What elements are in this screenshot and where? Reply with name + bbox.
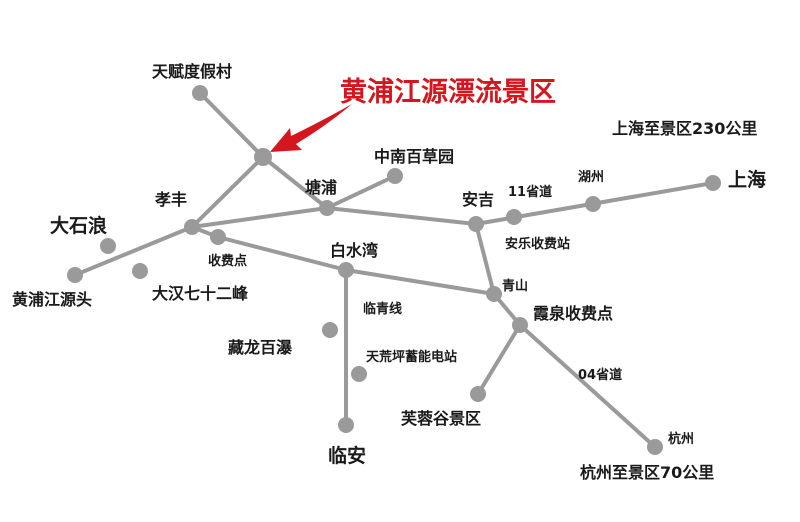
road-xiaofeng-source [73, 225, 194, 277]
label-dashilang: 大石浪 [50, 214, 107, 237]
distance-shanghai-label: 上海至景区230公里 [612, 119, 757, 138]
node-tianfu [192, 85, 208, 101]
node-dashilang [100, 238, 116, 254]
label-xiaofeng: 孝丰 [154, 190, 187, 209]
label-shanghai: 上海 [728, 168, 766, 191]
label-canglong: 藏龙百瀑 [228, 338, 293, 357]
label-tianhuangping: 天荒坪蓄能电站 [366, 349, 457, 365]
place-nodes [67, 85, 721, 455]
node-road11 [506, 209, 522, 225]
node-xiaquan [512, 317, 528, 333]
label-shoufei: 收费点 [208, 253, 247, 269]
node-hangzhou [647, 439, 663, 455]
label-linqing: 临青线 [363, 301, 402, 317]
map-title: 黄浦江源漂流景区 [340, 76, 556, 108]
road-shoufei-baishuiwan [216, 235, 348, 272]
node-canglong [322, 322, 338, 338]
node-huangpu-source [67, 267, 83, 283]
road-xiaquan-furong [476, 323, 522, 396]
road-junction-tangpu [261, 155, 329, 210]
road-tianfu-junction [198, 91, 265, 159]
node-shoufei [210, 229, 226, 245]
node-tianhuangping [351, 366, 367, 382]
node-zhongnan [387, 168, 403, 184]
label-road04: 04省道 [578, 367, 622, 383]
node-huzhou [585, 196, 601, 212]
label-baishuiwan: 白水湾 [330, 241, 378, 260]
road-tangpu-zhongnan [325, 174, 397, 210]
label-hangzhou: 杭州 [668, 431, 694, 447]
label-qingshan: 青山 [502, 278, 528, 294]
label-huzhou: 湖州 [578, 170, 604, 185]
road-junction-xiaofeng [190, 155, 265, 229]
pointer-arrow-icon [270, 104, 352, 152]
label-anji: 安吉 [462, 190, 494, 209]
node-furong [470, 386, 486, 402]
label-xiaquan: 霞泉收费点 [533, 304, 613, 323]
label-dahan: 大汉七十二峰 [152, 284, 249, 303]
label-tianfu: 天赋度假村 [152, 62, 232, 81]
node-shanghai [705, 175, 721, 191]
label-zhongnan: 中南百草园 [374, 147, 454, 166]
distance-hangzhou-label: 杭州至景区70公里 [580, 463, 714, 482]
node-linan [338, 417, 354, 433]
road-xiaofeng-tangpu [190, 206, 329, 229]
node-anji [468, 216, 484, 232]
node-tangpu [319, 200, 335, 216]
label-huangpu-source: 黄浦江源头 [12, 290, 92, 309]
road-anji-qingshan [474, 222, 496, 296]
node-junction [254, 148, 272, 166]
road-baishuiwan-qingshan [344, 268, 496, 296]
place-labels: 黄浦江源漂流景区 上海至景区230公里 天赋度假村 中南百草园 塘浦 孝丰 大石… [12, 62, 766, 482]
road-xiaquan-hangzhou [518, 323, 657, 449]
road-tangpu-anji [325, 206, 478, 226]
node-dahan [132, 263, 148, 279]
node-qingshan [486, 286, 502, 302]
label-anle: 安乐收费站 [505, 236, 570, 252]
label-road11: 11省道 [508, 184, 552, 200]
label-furong: 芙蓉谷景区 [401, 409, 481, 428]
label-linan: 临安 [328, 444, 366, 467]
node-xiaofeng [184, 219, 200, 235]
label-tangpu: 塘浦 [305, 178, 337, 197]
node-baishuiwan [338, 262, 354, 278]
